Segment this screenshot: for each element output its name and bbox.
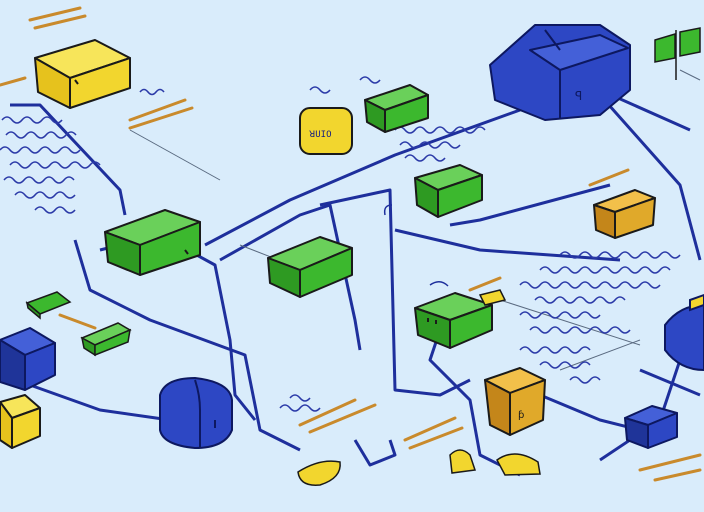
annotation-stroke	[653, 468, 702, 482]
connector-line	[204, 108, 521, 247]
yellow-crate-bottom-left	[0, 394, 41, 449]
green-tile-left-medium	[80, 322, 132, 357]
annotation-stroke	[638, 453, 702, 472]
annotation-stroke	[468, 276, 502, 292]
annotation-stroke	[58, 313, 97, 330]
scribble-clusters	[0, 76, 681, 412]
blue-cube-bottom-right	[624, 405, 678, 449]
cloud-icon	[383, 204, 449, 287]
connector-line	[449, 183, 611, 227]
scribble-cluster-top	[394, 126, 486, 162]
ochre-crate-bottom: ƥ	[484, 367, 546, 436]
connector-line	[394, 228, 621, 262]
connector-line	[29, 383, 171, 422]
connectors	[10, 88, 702, 477]
yellow-token	[478, 289, 507, 306]
connector-line	[639, 368, 701, 397]
connector-line	[319, 188, 471, 397]
guide-line	[499, 299, 641, 346]
green-crate-center	[267, 236, 353, 298]
blue-cube-left	[0, 327, 56, 391]
blue-node-far-right	[664, 293, 704, 372]
guide-line	[559, 339, 641, 371]
annotation-stroke	[403, 416, 457, 442]
yellow-tokens-bottom	[297, 289, 541, 486]
yellow-token	[496, 453, 541, 476]
flag-icon	[654, 27, 701, 80]
annotation-stroke	[298, 398, 357, 427]
green-crate-upper-mid	[364, 84, 429, 133]
green-crate-left	[104, 209, 201, 276]
yellow-token	[297, 460, 341, 486]
scribble-cluster-left	[0, 116, 101, 214]
annotation-stroke	[308, 403, 377, 434]
svg-text:ꟼ: ꟼ	[575, 89, 582, 103]
annotation-stroke	[33, 14, 87, 30]
yellow-token	[449, 449, 476, 474]
annotations	[0, 6, 702, 482]
yellow-tag-label: ꓤUIO	[309, 130, 332, 140]
scribble-cluster-right	[519, 251, 681, 384]
annotation-stroke	[28, 6, 82, 22]
connector-line	[428, 329, 521, 477]
connector-line	[219, 203, 362, 351]
ochre-crate-right	[593, 189, 656, 239]
connector-line	[10, 103, 127, 216]
annotation-stroke	[128, 98, 187, 122]
connector-line	[73, 239, 301, 452]
annotation-stroke	[0, 76, 27, 87]
svg-text:ƥ: ƥ	[518, 410, 524, 421]
green-crate-upper-right	[414, 164, 483, 218]
blue-cylinder-bottom-left	[159, 376, 233, 450]
annotation-stroke	[128, 106, 194, 130]
scribble-cluster-bottom	[139, 76, 381, 412]
yellow-crate-top-left	[34, 39, 131, 109]
annotation-stroke	[408, 426, 464, 450]
connector-line	[353, 439, 397, 467]
annotation-stroke	[588, 168, 630, 187]
blue-server-top-right: ꟼ	[489, 24, 631, 121]
guide-line	[679, 69, 701, 81]
connector-line	[598, 94, 702, 261]
yellow-tag-node: ꓤUIO	[299, 107, 353, 155]
green-crate-lower-center	[414, 292, 493, 349]
guide-line	[129, 129, 221, 181]
green-tile-left-small	[25, 291, 72, 320]
